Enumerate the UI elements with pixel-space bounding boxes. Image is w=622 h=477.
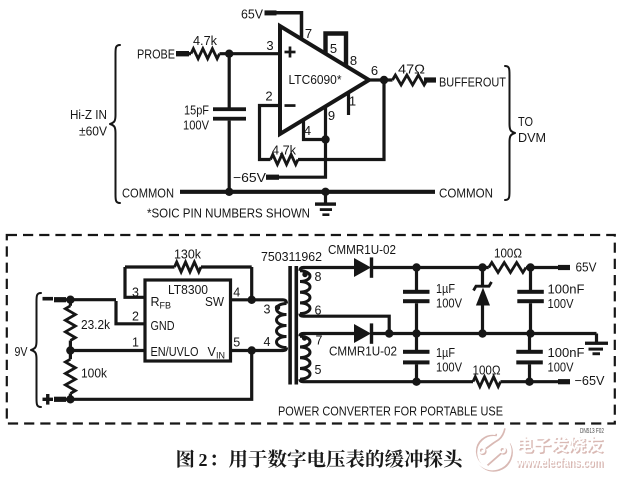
svg-text:POWER CONVERTER FOR PORTABLE U: POWER CONVERTER FOR PORTABLE USE — [278, 404, 503, 419]
svg-text:±60V: ±60V — [79, 124, 107, 139]
svg-text:www.elecfans.com: www.elecfans.com — [515, 456, 603, 470]
svg-text:4: 4 — [264, 335, 271, 349]
svg-text:1: 1 — [132, 336, 139, 350]
svg-text:3: 3 — [266, 38, 273, 53]
svg-text:2: 2 — [265, 89, 272, 104]
svg-text:LTC6090*: LTC6090* — [289, 73, 342, 87]
svg-text:www.elecfans.com: www.elecfans.com — [517, 457, 605, 471]
svg-text:9: 9 — [328, 108, 335, 123]
svg-text:100V: 100V — [436, 360, 462, 375]
svg-text:−65V: −65V — [233, 170, 266, 185]
svg-text:130k: 130k — [174, 247, 201, 262]
svg-text:100Ω: 100Ω — [473, 363, 501, 378]
svg-text:4.7k: 4.7k — [272, 143, 296, 158]
svg-text:2: 2 — [199, 450, 208, 470]
svg-text:6: 6 — [371, 63, 378, 78]
svg-text:CMMR1U-02: CMMR1U-02 — [329, 345, 397, 359]
svg-text:3: 3 — [132, 286, 139, 300]
svg-text:GND: GND — [151, 319, 175, 333]
svg-text:100V: 100V — [436, 296, 462, 311]
svg-text:100nF: 100nF — [548, 282, 585, 297]
svg-text:CMMR1U-02: CMMR1U-02 — [328, 243, 396, 257]
svg-text:5: 5 — [233, 336, 240, 350]
svg-text:4: 4 — [233, 286, 240, 300]
svg-text:23.2k: 23.2k — [81, 317, 110, 332]
svg-text:Hi-Z IN: Hi-Z IN — [70, 107, 107, 122]
svg-text:5: 5 — [330, 41, 337, 56]
svg-text:8: 8 — [315, 270, 322, 284]
svg-text:7: 7 — [316, 334, 323, 348]
svg-text:65V: 65V — [241, 7, 263, 22]
svg-text:R: R — [151, 295, 160, 309]
svg-text:3: 3 — [264, 303, 271, 317]
svg-text:8: 8 — [350, 53, 357, 68]
svg-text:4: 4 — [304, 123, 311, 138]
svg-text:V: V — [208, 345, 217, 359]
svg-text:BUFFEROUT: BUFFEROUT — [439, 75, 506, 90]
svg-text:IN: IN — [216, 351, 225, 361]
svg-text:15pF: 15pF — [184, 103, 209, 118]
svg-text:5: 5 — [315, 363, 322, 377]
svg-text:47Ω: 47Ω — [398, 62, 425, 77]
svg-text:TO: TO — [518, 114, 533, 129]
svg-text:COMMON: COMMON — [122, 186, 174, 201]
svg-text:EN/UVLO: EN/UVLO — [151, 345, 199, 359]
svg-text:DVM: DVM — [518, 130, 546, 145]
svg-text:SW: SW — [205, 295, 224, 309]
svg-text:100V: 100V — [183, 118, 209, 133]
svg-text:100k: 100k — [81, 366, 107, 381]
svg-text:*SOIC PIN NUMBERS SHOWN: *SOIC PIN NUMBERS SHOWN — [147, 207, 310, 221]
svg-text:COMMON: COMMON — [439, 186, 493, 201]
svg-text:1µF: 1µF — [436, 345, 455, 360]
svg-text:100nF: 100nF — [548, 345, 585, 360]
svg-text:6: 6 — [315, 304, 322, 318]
svg-text:4.7k: 4.7k — [193, 33, 217, 48]
svg-text:1µF: 1µF — [436, 281, 455, 296]
svg-text:DN513 F02: DN513 F02 — [580, 426, 604, 435]
svg-text:750311962: 750311962 — [261, 250, 322, 264]
svg-text:100V: 100V — [548, 360, 574, 375]
svg-text:2: 2 — [132, 310, 139, 324]
svg-text:100V: 100V — [548, 296, 574, 311]
svg-text:PROBE: PROBE — [137, 47, 175, 62]
svg-text:9V: 9V — [15, 344, 28, 359]
svg-text:65V: 65V — [576, 259, 597, 274]
svg-text:−65V: −65V — [575, 373, 605, 388]
svg-text:7: 7 — [305, 26, 312, 41]
svg-text:1: 1 — [349, 94, 356, 109]
svg-text:100Ω: 100Ω — [494, 246, 522, 261]
svg-text:LT8300: LT8300 — [168, 283, 208, 297]
svg-text:FB: FB — [160, 301, 172, 311]
